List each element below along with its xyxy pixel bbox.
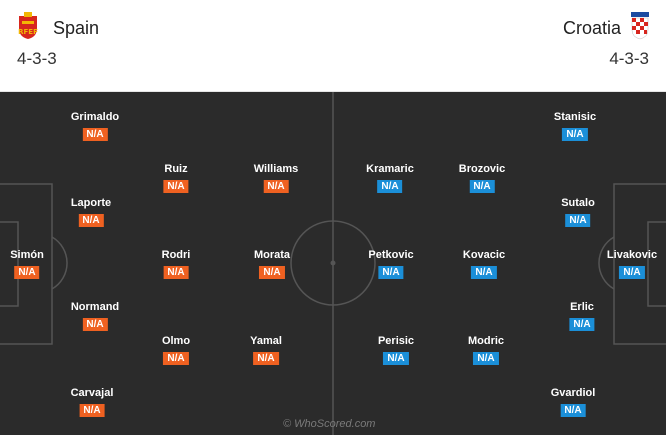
player-name[interactable]: Williams [253,163,299,175]
player-rating-badge: N/A [253,352,279,365]
spain-crest-icon[interactable]: RFEF [17,12,39,40]
player-rating-badge: N/A [82,128,108,141]
player-away-modric[interactable]: Modric N/A [468,335,504,366]
match-header: RFEF Spain 4-3-3 Croatia 4-3-3 [0,0,666,92]
player-rating-badge: N/A [259,266,285,279]
player-rating-badge: N/A [82,318,108,331]
player-away-sutalo[interactable]: Sutalo N/A [561,197,595,228]
player-home-normand[interactable]: Normand N/A [71,301,119,332]
player-away-erlic[interactable]: Erlic N/A [569,301,595,332]
player-name[interactable]: Kovacic [462,249,506,261]
player-home-yamal[interactable]: Yamal N/A [250,335,282,366]
player-rating-badge: N/A [378,266,404,279]
player-rating-badge: N/A [163,266,189,279]
player-name[interactable]: Yamal [250,335,282,347]
player-name[interactable]: Ruiz [164,163,188,175]
player-away-stanisic[interactable]: Stanisic N/A [554,111,596,142]
player-rating-badge: N/A [569,318,595,331]
player-rating-badge: N/A [163,352,189,365]
player-away-kramaric[interactable]: Kramaric N/A [366,163,414,194]
player-rating-badge: N/A [263,180,289,193]
player-name[interactable]: Brozovic [458,163,506,175]
croatia-crest-icon[interactable] [629,12,651,40]
player-name[interactable]: Olmo [161,335,191,347]
svg-text:RFEF: RFEF [18,28,38,36]
player-home-morata[interactable]: Morata N/A [254,249,290,280]
player-home-olmo[interactable]: Olmo N/A [162,335,190,366]
player-name[interactable]: Rodri [161,249,191,261]
player-rating-badge: N/A [163,180,189,193]
player-name[interactable]: Simón [10,249,44,261]
player-rating-badge: N/A [14,266,40,279]
player-rating-badge: N/A [473,352,499,365]
player-rating-badge: N/A [78,214,104,227]
watermark: © WhoScored.com [283,418,376,430]
home-team-name[interactable]: Spain [53,18,100,38]
player-name[interactable]: Morata [253,249,291,261]
player-away-gvardiol[interactable]: Gvardiol N/A [550,387,596,418]
player-home-williams[interactable]: Williams N/A [253,163,299,194]
player-name[interactable]: Perisic [377,335,415,347]
player-rating-badge: N/A [562,128,588,141]
player-name[interactable]: Normand [70,301,120,313]
player-away-kovacic[interactable]: Kovacic N/A [463,249,505,280]
player-home-laporte[interactable]: Laporte N/A [71,197,111,228]
player-name[interactable]: Modric [467,335,505,347]
player-rating-badge: N/A [560,404,586,417]
player-away-livakovic[interactable]: Livakovic N/A [607,249,657,280]
away-team-name[interactable]: Croatia [562,18,621,38]
player-rating-badge: N/A [619,266,645,279]
player-name[interactable]: Grimaldo [70,111,120,123]
player-home-simon[interactable]: Simón N/A [10,249,44,280]
player-away-perisic[interactable]: Perisic N/A [378,335,414,366]
player-name[interactable]: Erlic [570,301,594,313]
player-name[interactable]: Sutalo [561,197,595,209]
player-name[interactable]: Livakovic [606,249,658,261]
player-rating-badge: N/A [377,180,403,193]
player-name[interactable]: Kramaric [366,163,414,175]
player-away-brozovic[interactable]: Brozovic N/A [459,163,505,194]
player-name[interactable]: Petkovic [368,249,414,261]
pitch-lines [0,92,666,435]
player-home-grimaldo[interactable]: Grimaldo N/A [71,111,119,142]
player-rating-badge: N/A [469,180,495,193]
player-rating-badge: N/A [383,352,409,365]
player-home-rodri[interactable]: Rodri N/A [161,249,191,280]
player-name[interactable]: Stanisic [553,111,597,123]
player-rating-badge: N/A [565,214,591,227]
player-name[interactable]: Gvardiol [550,387,596,399]
player-name[interactable]: Laporte [70,197,112,209]
player-home-ruiz[interactable]: Ruiz N/A [163,163,189,194]
player-home-carvajal[interactable]: Carvajal N/A [70,387,114,418]
player-rating-badge: N/A [471,266,497,279]
player-rating-badge: N/A [79,404,105,417]
pitch: Grimaldo N/A Ruiz N/A Williams N/A Lapor… [0,92,666,435]
away-formation: 4-3-3 [609,49,649,68]
home-formation: 4-3-3 [17,49,57,68]
player-away-petkovic[interactable]: Petkovic N/A [368,249,414,280]
player-name[interactable]: Carvajal [70,387,114,399]
